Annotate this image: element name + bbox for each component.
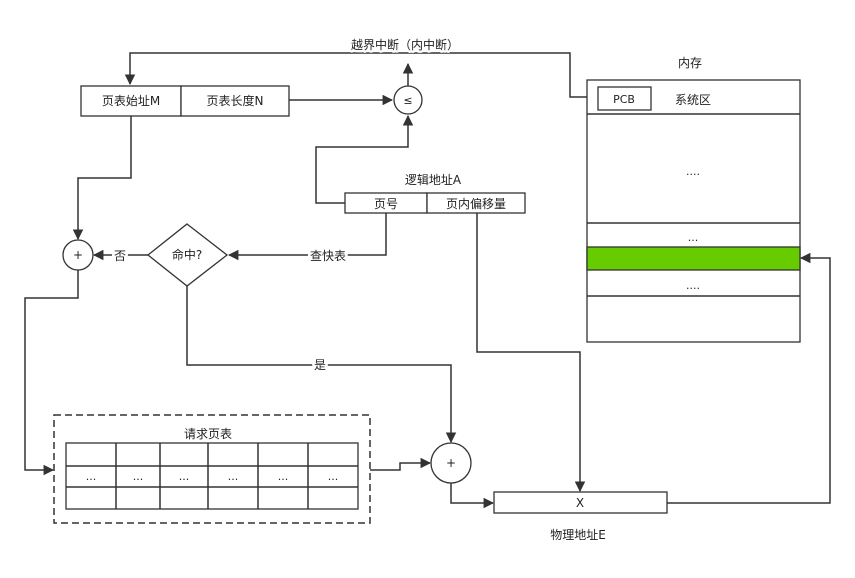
page-number-label: 页号	[374, 197, 398, 211]
tlb-lookup-arrow	[227, 213, 387, 261]
table-cell: ...	[179, 470, 190, 483]
physical-address-label: 物理地址E	[550, 528, 606, 542]
pcb-label: PCB	[613, 93, 635, 106]
hit-question: 命中?	[172, 247, 202, 262]
offset-label: 页内偏移量	[446, 196, 506, 211]
memory-ellipsis: ....	[686, 165, 700, 178]
page-table-length-box	[180, 85, 290, 117]
page-table-length-label: 页表长度N	[207, 93, 264, 108]
page-number-to-compare-arrow	[315, 114, 414, 204]
physical-address-value: X	[576, 496, 584, 510]
logical-address-title: 逻辑地址A	[405, 173, 462, 187]
system-area-label: 系统区	[675, 93, 711, 107]
adder-to-request-table-arrow	[24, 270, 79, 476]
target-frame-highlight	[586, 246, 801, 271]
memory-title: 内存	[678, 56, 702, 70]
request-page-table: ... ... ... ... ... ...	[65, 442, 359, 510]
table-cell: ...	[278, 470, 289, 483]
table-cell: ...	[86, 470, 97, 483]
adder-symbol-right: +	[446, 456, 456, 470]
request-page-table-grid	[65, 442, 359, 510]
offset-box	[426, 192, 526, 214]
request-table-to-adder-arrow	[370, 457, 432, 471]
memory-block	[586, 79, 801, 343]
hit-label: 是	[314, 358, 326, 372]
memory-ellipsis: ...	[688, 231, 699, 244]
interrupt-label: 越界中断（内中断）	[351, 37, 459, 52]
table-cell: ...	[133, 470, 144, 483]
tlb-lookup-label: 查快表	[310, 249, 346, 263]
adder-to-physical-arrow	[450, 483, 495, 509]
table-cell: ...	[228, 470, 239, 483]
request-page-table-frame	[53, 414, 371, 524]
memory-ellipsis: ....	[686, 279, 700, 292]
page-table-start-label: 页表始址M	[102, 94, 160, 108]
table-cell: ...	[328, 470, 339, 483]
pcb-box	[597, 86, 652, 111]
offset-to-physical-arrow	[476, 213, 586, 493]
miss-label: 否	[114, 249, 126, 263]
hit-arrow	[186, 286, 457, 444]
request-page-table-title: 请求页表	[184, 427, 232, 441]
interrupt-line	[124, 52, 598, 98]
physical-to-memory-arrow	[667, 252, 831, 504]
adder-symbol-left: +	[73, 248, 83, 262]
page-table-start-arrow	[72, 116, 132, 241]
compare-symbol: ≤	[403, 94, 412, 107]
